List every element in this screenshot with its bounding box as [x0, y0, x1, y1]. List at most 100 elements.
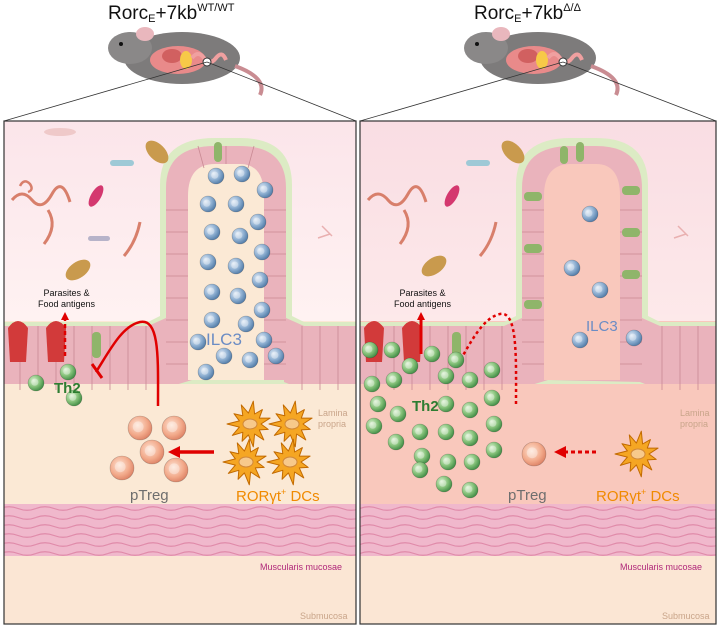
ilc3-cell-left	[251, 271, 269, 289]
th2-cell-right-nucleus	[441, 427, 449, 435]
ilc3-cell-right	[581, 205, 599, 223]
th2-cell-right-nucleus	[387, 345, 395, 353]
th2-cell-right-nucleus	[415, 427, 423, 435]
th2-cell-right-nucleus	[443, 457, 451, 465]
ilc3-cell-left-nucleus	[203, 199, 211, 207]
th2-cell-right	[361, 341, 379, 359]
th2-cell-right-nucleus	[391, 437, 399, 445]
th2-cell-right	[411, 423, 429, 441]
th2-cell-right	[483, 361, 501, 379]
ilc3-cell-left-nucleus	[237, 169, 245, 177]
ilc3-cell-left-nucleus	[259, 335, 267, 343]
rorgt-dc-label-right: RORγt+ DCs	[596, 487, 680, 505]
ilc3-cell-left	[255, 331, 273, 349]
th2-cell-right	[461, 481, 479, 499]
ilc3-cell-right-nucleus	[585, 209, 593, 217]
th2-cell-right	[411, 461, 429, 479]
th2-cell-right	[461, 401, 479, 419]
ilc3-cell-right	[625, 329, 643, 347]
panel-right-border	[359, 120, 717, 625]
ilc3-cell-left-nucleus	[207, 287, 215, 295]
rorgt-dc-label-left: RORγt+ DCs	[236, 487, 320, 505]
ilc3-cell-left	[227, 257, 245, 275]
ilc3-cell-left-nucleus	[203, 257, 211, 265]
th2-cell-right	[483, 389, 501, 407]
th2-cell-right	[437, 367, 455, 385]
ptreg-cell-left-nucleus	[144, 445, 156, 457]
ilc3-cell-right	[591, 281, 609, 299]
th2-cell-right-nucleus	[465, 405, 473, 413]
panel-right	[360, 121, 716, 624]
ptreg-cell-left-nucleus	[168, 463, 180, 475]
th2-cell-left	[65, 389, 83, 407]
th2-cell-right-nucleus	[451, 355, 459, 363]
th2-cell-right-nucleus	[405, 361, 413, 369]
ptreg-cell-right	[521, 441, 547, 467]
mouse-illustration-right	[464, 27, 620, 96]
th2-cell-right	[463, 453, 481, 471]
th2-cell-left	[27, 374, 45, 392]
ilc3-cell-right-nucleus	[575, 335, 583, 343]
ilc3-cell-left-nucleus	[255, 275, 263, 283]
th2-cell-right	[387, 433, 405, 451]
th2-cell-right-nucleus	[489, 445, 497, 453]
th2-cell-right-nucleus	[465, 433, 473, 441]
ilc3-cell-right-nucleus	[629, 333, 637, 341]
ptreg-cell-left	[163, 457, 189, 483]
th2-label-right: Th2	[412, 398, 439, 415]
muscularis-label-left: Muscularis mucosae	[260, 562, 343, 572]
rorgt-dc-cell-right	[614, 430, 659, 478]
th2-cell-right	[369, 395, 387, 413]
ilc3-cell-left-nucleus	[241, 319, 249, 327]
ptreg-cell-left-nucleus	[166, 421, 178, 433]
ilc3-cell-left	[207, 167, 225, 185]
th2-cell-right-nucleus	[369, 421, 377, 429]
ilc3-cell-left-nucleus	[231, 199, 239, 207]
th2-cell-right	[385, 371, 403, 389]
ilc3-cell-left	[203, 311, 221, 329]
zoom-lines	[3, 61, 717, 122]
th2-cell-right-nucleus	[441, 371, 449, 379]
ilc3-cell-left	[215, 347, 233, 365]
th2-cell-right	[365, 417, 383, 435]
th2-cell-right-nucleus	[417, 451, 425, 459]
ilc3-cell-left-nucleus	[233, 291, 241, 299]
th2-cell-right-nucleus	[367, 379, 375, 387]
ilc3-cell-right	[563, 259, 581, 277]
ilc3-cell-left-nucleus	[207, 315, 215, 323]
rorgt-dc-cell-left	[222, 438, 267, 486]
th2-cell-right-nucleus	[389, 375, 397, 383]
th2-cell-right-nucleus	[365, 345, 373, 353]
th2-cell-left-nucleus	[31, 378, 39, 386]
submucosa-label-left: Submucosa	[300, 611, 348, 621]
th2-cell-right	[435, 475, 453, 493]
ilc3-cell-left	[256, 181, 274, 199]
th2-cell-right	[461, 429, 479, 447]
ilc3-cell-left-nucleus	[235, 231, 243, 239]
parasites-label-right: Parasites &Food antigens	[394, 288, 452, 309]
ilc3-cell-left	[267, 347, 285, 365]
submucosa-label-right: Submucosa	[662, 611, 710, 621]
ptreg-cell-left	[127, 415, 153, 441]
ilc3-cell-left	[227, 195, 245, 213]
th2-cell-right-nucleus	[373, 399, 381, 407]
ilc3-label-left: ILC3	[206, 330, 242, 349]
ptreg-label-left: pTreg	[130, 487, 169, 504]
ilc3-cell-left-nucleus	[193, 337, 201, 345]
th2-cell-right-nucleus	[489, 419, 497, 427]
ilc3-cell-right	[571, 331, 589, 349]
ilc3-cell-left-nucleus	[260, 185, 268, 193]
th2-cell-right-nucleus	[465, 485, 473, 493]
th2-cell-right	[485, 415, 503, 433]
ilc3-cell-left	[253, 243, 271, 261]
ptreg-label-right: pTreg	[508, 487, 547, 504]
th2-cell-right	[437, 395, 455, 413]
rorgt-dc-cell-left	[266, 438, 311, 486]
panel-title-right: RorcE+7kbΔ/Δ	[474, 2, 581, 25]
th2-cell-right	[437, 423, 455, 441]
th2-cell-right	[461, 371, 479, 389]
ilc3-cell-left-nucleus	[253, 217, 261, 225]
